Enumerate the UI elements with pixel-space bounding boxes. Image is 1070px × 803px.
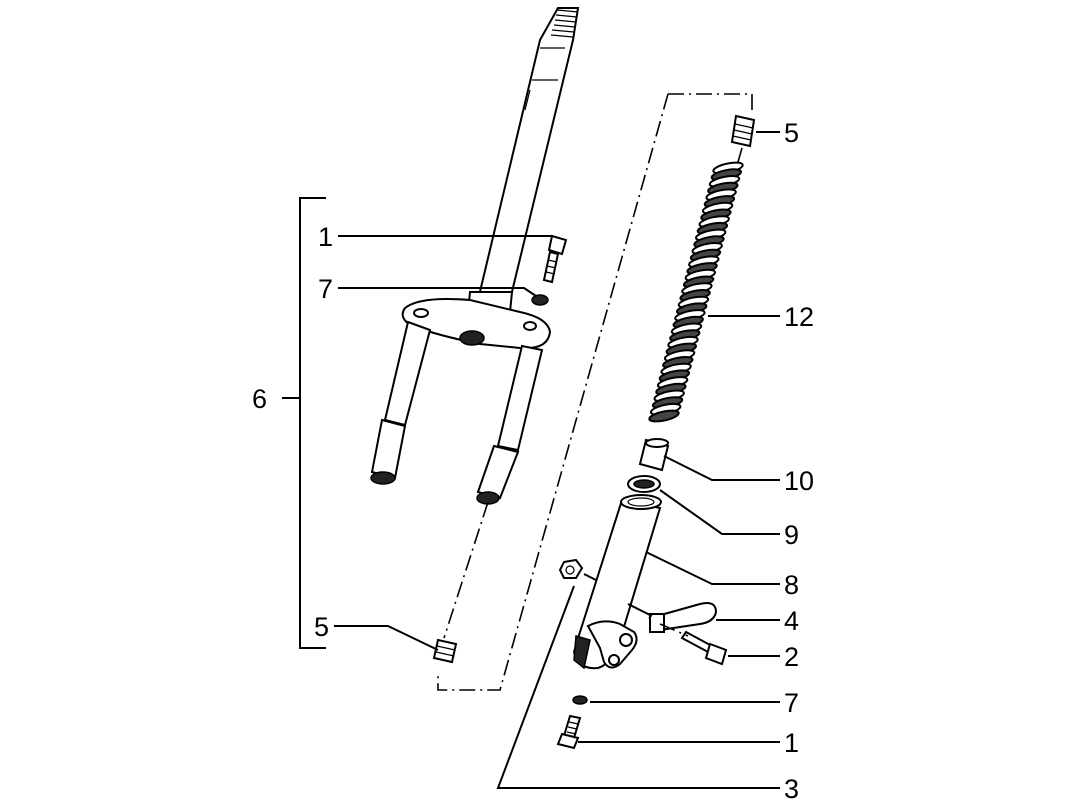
callout-right-8: 8	[784, 570, 799, 600]
coil-spring-icon	[648, 161, 744, 423]
steering-fork-icon	[370, 7, 580, 505]
spring-coil	[648, 409, 680, 423]
washer-icon	[531, 294, 549, 306]
callout-right-9: 9	[784, 520, 799, 550]
callout-right-12: 12	[784, 302, 814, 332]
circlip-icon	[627, 475, 661, 493]
fork-leg-tube-icon	[572, 494, 662, 670]
callout-right-10: 10	[784, 466, 814, 496]
callout-left-5: 5	[314, 612, 329, 642]
top-bushing-icon	[730, 114, 756, 148]
callout-right-3: 3	[784, 774, 799, 803]
callout-right-4: 4	[784, 606, 799, 636]
callout-right-1: 1	[784, 728, 799, 758]
bushing-icon	[432, 638, 458, 664]
callout-right-7: 7	[784, 688, 799, 718]
callout-left-1: 1	[318, 222, 333, 252]
clamp-bolt-icon	[680, 630, 728, 666]
lower-washer-icon	[572, 695, 588, 705]
callout-left-6: 6	[252, 384, 267, 414]
callout-left-7: 7	[318, 274, 333, 304]
callout-right-5: 5	[784, 118, 799, 148]
callout-right-2: 2	[784, 642, 799, 672]
bolt-icon	[542, 234, 568, 284]
lower-bolt-icon	[556, 714, 582, 750]
buffer-icon	[638, 438, 670, 472]
clamp-icon	[648, 602, 718, 633]
nut-icon	[558, 558, 584, 579]
